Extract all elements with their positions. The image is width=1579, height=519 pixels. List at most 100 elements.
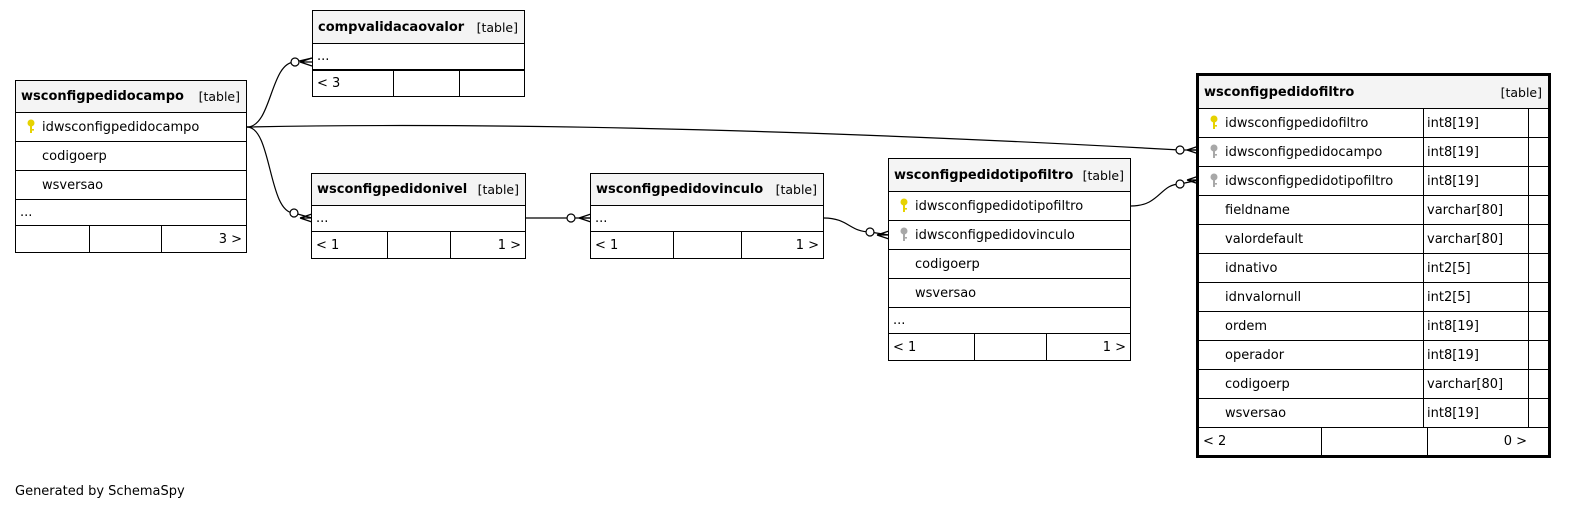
column-name: codigoerp: [915, 256, 980, 272]
column-extra: [1528, 196, 1548, 224]
children-count[interactable]: 3 >: [161, 226, 246, 252]
column-extra: [1528, 399, 1548, 427]
table-name[interactable]: wsconfigpedidonivel: [317, 182, 468, 197]
column-extra: [1528, 138, 1548, 166]
table-wsconfigpedidofiltro[interactable]: wsconfigpedidofiltro [table] idwsconfigp…: [1196, 73, 1551, 458]
column-name: fieldname: [1225, 202, 1290, 218]
table-header: wsconfigpedidocampo [table]: [16, 81, 246, 113]
more-columns: ...: [312, 206, 525, 232]
primary-key-icon: [889, 198, 915, 214]
more-columns: ...: [889, 308, 1130, 334]
column-type: varchar[80]: [1423, 225, 1528, 253]
column-row: ordem int8[19]: [1199, 312, 1548, 341]
table-kind: [table]: [775, 182, 817, 197]
column-row: codigoerp: [16, 142, 246, 171]
table-wsconfigpedidotipofiltro[interactable]: wsconfigpedidotipofiltro [table] idwscon…: [888, 158, 1131, 361]
edge-vinculo-tipofiltro: [823, 217, 890, 236]
column-row: idwsconfigpedidotipofiltro: [889, 192, 1130, 221]
foreign-key-icon: [889, 227, 915, 243]
table-footer: < 3: [313, 70, 524, 96]
column-extra: [1528, 167, 1548, 195]
parents-count[interactable]: < 3: [317, 76, 341, 91]
table-footer: < 1 1 >: [591, 232, 823, 258]
table-name[interactable]: compvalidacaovalor: [318, 19, 465, 35]
column-type: int8[19]: [1423, 312, 1528, 340]
children-count[interactable]: 0 >: [1427, 428, 1531, 455]
table-name[interactable]: wsconfigpedidocampo: [21, 89, 184, 104]
parents-count[interactable]: [16, 226, 89, 252]
column-row: wsversao: [889, 279, 1130, 308]
table-kind: [table]: [1500, 84, 1542, 100]
table-header: wsconfigpedidofiltro [table]: [1199, 76, 1548, 109]
table-footer: 3 >: [16, 226, 246, 252]
foreign-key-icon: [1199, 173, 1225, 189]
column-type: int2[5]: [1423, 283, 1528, 311]
table-kind: [table]: [198, 89, 240, 104]
table-wsconfigpedidonivel[interactable]: wsconfigpedidonivel [table] ... < 1 1 >: [311, 173, 526, 259]
column-row: idwsconfigpedidovinculo: [889, 221, 1130, 250]
columns-count: [387, 232, 450, 258]
column-name: idwsconfigpedidofiltro: [1225, 115, 1369, 131]
column-name: idwsconfigpedidovinculo: [915, 227, 1075, 243]
column-type: int8[19]: [1423, 138, 1528, 166]
column-type: varchar[80]: [1423, 370, 1528, 398]
column-name: idwsconfigpedidotipofiltro: [1225, 173, 1394, 189]
more-columns: ...: [591, 206, 823, 232]
table-name[interactable]: wsconfigpedidovinculo: [596, 182, 764, 197]
column-name: codigoerp: [42, 148, 107, 164]
parents-count[interactable]: < 1: [316, 237, 340, 253]
more-columns: ...: [16, 200, 246, 226]
parents-count[interactable]: < 1: [893, 339, 917, 355]
children-count[interactable]: [459, 71, 524, 96]
column-extra: [1528, 341, 1548, 369]
edge-campo-nivel: [246, 126, 313, 219]
edge-campo-compvalidacaovalor: [246, 57, 313, 128]
table-footer: < 1 1 >: [889, 334, 1130, 360]
column-row: idwsconfigpedidocampo int8[19]: [1199, 138, 1548, 167]
table-name[interactable]: wsconfigpedidofiltro: [1204, 84, 1355, 100]
column-extra: [1528, 225, 1548, 253]
column-name: idnvalornull: [1225, 289, 1302, 305]
column-name: wsversao: [42, 177, 104, 193]
table-wsconfigpedidovinculo[interactable]: wsconfigpedidovinculo [table] ... < 1 1 …: [590, 173, 824, 259]
table-kind: [table]: [476, 19, 518, 35]
columns-count: [393, 71, 459, 96]
column-type: int8[19]: [1423, 399, 1528, 427]
column-extra: [1528, 312, 1548, 340]
foreign-key-icon: [1199, 144, 1225, 160]
table-wsconfigpedidocampo[interactable]: wsconfigpedidocampo [table] idwsconfigpe…: [15, 80, 247, 253]
column-name: ordem: [1225, 318, 1267, 334]
table-kind: [table]: [477, 182, 519, 197]
parents-count[interactable]: < 1: [595, 237, 619, 253]
column-row: wsversao: [16, 171, 246, 200]
column-name: wsversao: [1225, 405, 1287, 421]
parents-count[interactable]: < 2: [1203, 434, 1227, 449]
column-name: idnativo: [1225, 260, 1278, 276]
column-row: wsversao int8[19]: [1199, 399, 1548, 428]
column-extra: [1528, 109, 1548, 137]
column-row: codigoerp: [889, 250, 1130, 279]
table-footer: < 1 1 >: [312, 232, 525, 258]
table-name[interactable]: wsconfigpedidotipofiltro: [894, 167, 1074, 183]
column-extra: [1528, 370, 1548, 398]
edge-tipofiltro-filtro: [1130, 179, 1200, 207]
children-count[interactable]: 1 >: [741, 232, 823, 258]
columns-count: [673, 232, 741, 258]
table-header: wsconfigpedidovinculo [table]: [591, 174, 823, 206]
column-extra: [1528, 283, 1548, 311]
table-header: wsconfigpedidonivel [table]: [312, 174, 525, 206]
children-count[interactable]: 1 >: [450, 232, 525, 258]
column-type: int8[19]: [1423, 109, 1528, 137]
primary-key-icon: [16, 119, 42, 135]
column-name: idwsconfigpedidocampo: [1225, 144, 1383, 160]
column-name: wsversao: [915, 285, 977, 301]
table-compvalidacaovalor[interactable]: compvalidacaovalor [table] ... < 3: [312, 10, 525, 97]
column-name: operador: [1225, 347, 1285, 363]
children-count[interactable]: 1 >: [1046, 334, 1130, 360]
